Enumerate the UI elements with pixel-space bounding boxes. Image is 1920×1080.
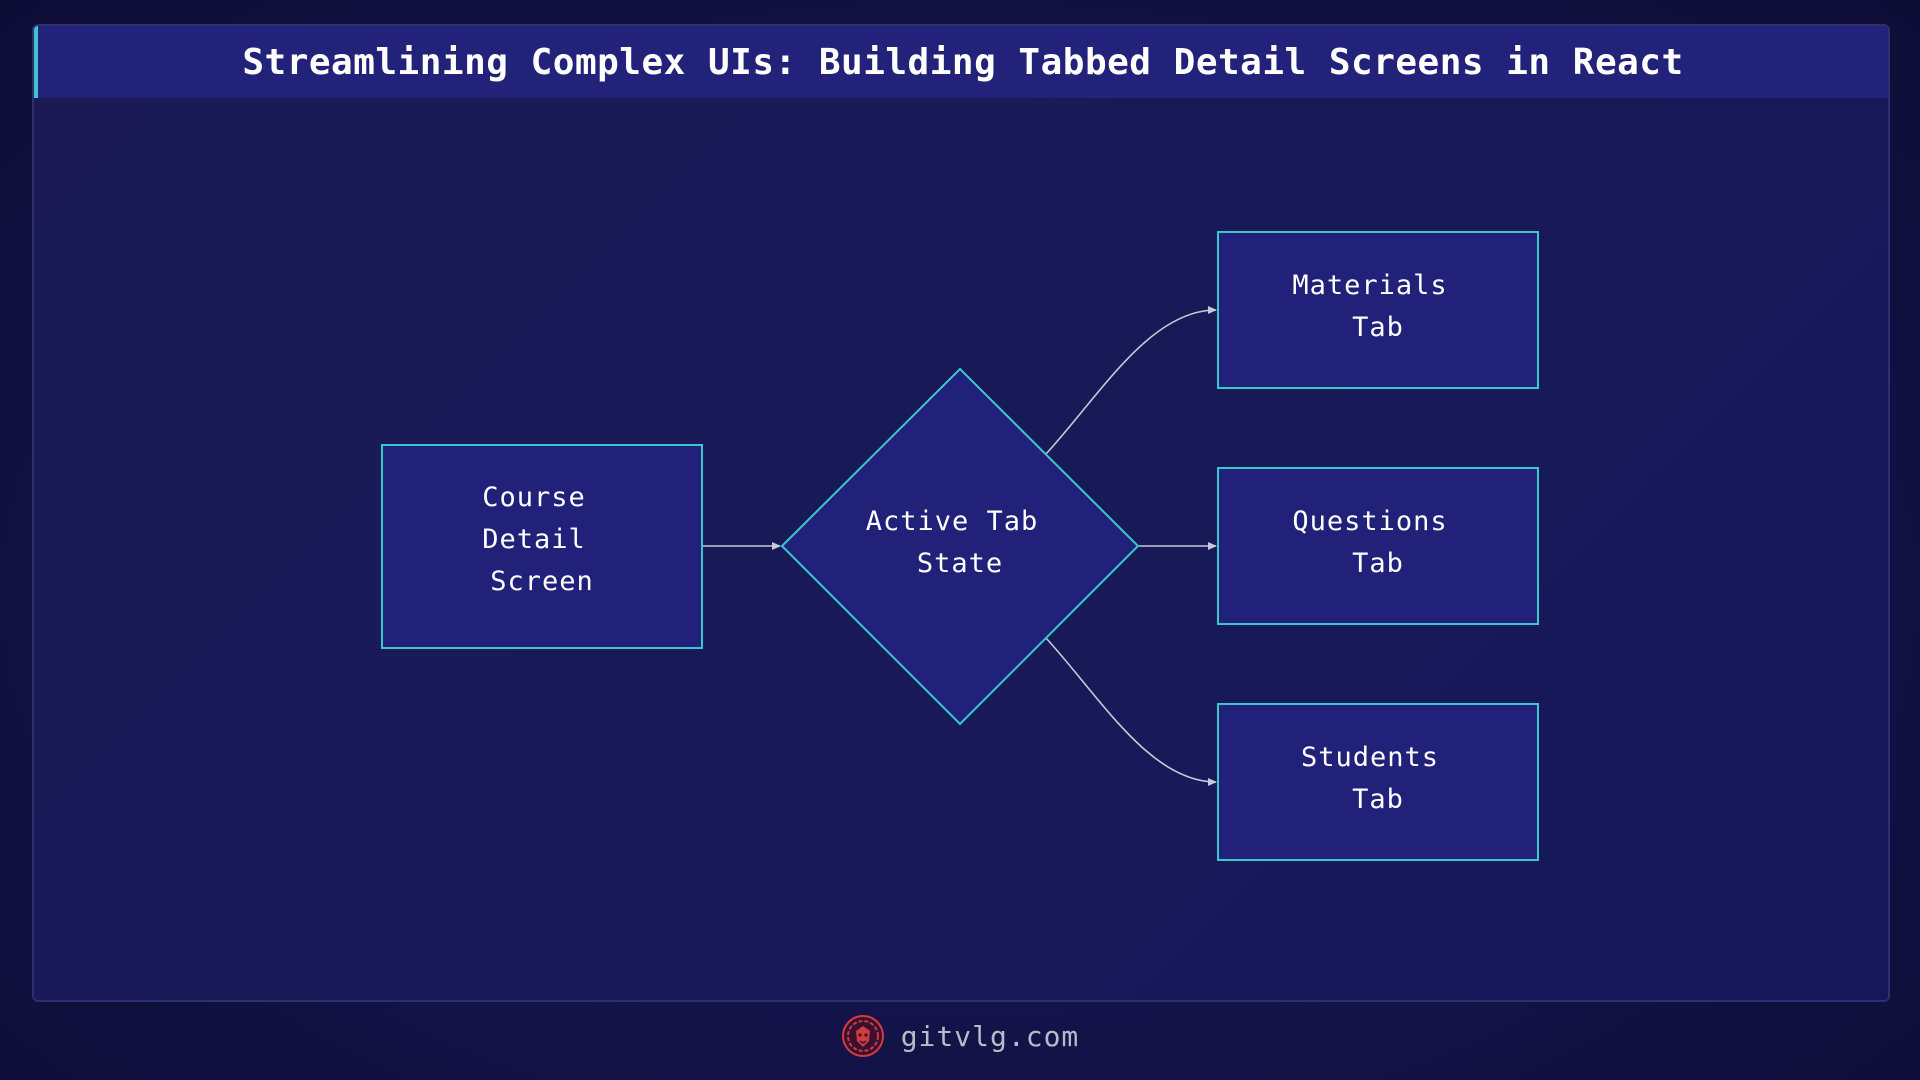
svg-text:Materials: Materials xyxy=(1292,270,1447,301)
node-questions-line-1: Questions xyxy=(1292,506,1447,537)
svg-text:Course: Course xyxy=(482,482,586,513)
svg-text:Questions: Questions xyxy=(1292,506,1447,537)
svg-text:Detail: Detail xyxy=(482,524,586,555)
node-active-tab-state: Active Tab State xyxy=(780,367,1140,726)
edge-state-to-students xyxy=(1045,637,1217,786)
node-materials-line-2: Tab xyxy=(1352,312,1404,343)
footer: gitvlg.com xyxy=(0,1008,1920,1064)
edge-state-to-materials xyxy=(1045,306,1217,455)
node-students-line-2: Tab xyxy=(1352,784,1404,815)
svg-text:Screen: Screen xyxy=(490,566,594,597)
node-state-line-2: State xyxy=(917,548,1003,579)
node-materials-tab: Materials Tab xyxy=(1217,231,1539,389)
lion-logo-icon xyxy=(841,1015,884,1057)
node-questions-line-2: Tab xyxy=(1352,548,1404,579)
svg-text:State: State xyxy=(917,548,1003,579)
svg-text:Tab: Tab xyxy=(1352,548,1404,579)
node-students-tab: Students Tab xyxy=(1217,703,1539,861)
node-course-line-1: Course xyxy=(482,482,586,513)
svg-text:Tab: Tab xyxy=(1352,784,1404,815)
diagram-panel: Streamlining Complex UIs: Building Tabbe… xyxy=(32,24,1890,1002)
node-students-line-1: Students xyxy=(1301,742,1439,773)
node-course-line-3: Screen xyxy=(490,566,594,597)
footer-site-link[interactable]: gitvlg.com xyxy=(900,1019,1080,1053)
svg-text:Tab: Tab xyxy=(1352,312,1404,343)
node-course-detail-screen: Course Detail Screen xyxy=(381,444,703,649)
svg-text:Students: Students xyxy=(1301,742,1439,773)
page-title: Streamlining Complex UIs: Building Tabbe… xyxy=(242,41,1684,83)
svg-text:Active Tab: Active Tab xyxy=(866,506,1039,537)
node-state-line-1: Active Tab xyxy=(866,506,1039,537)
node-questions-tab: Questions Tab xyxy=(1217,467,1539,625)
node-course-line-2: Detail xyxy=(482,524,586,555)
node-materials-line-1: Materials xyxy=(1292,270,1447,301)
title-bar: Streamlining Complex UIs: Building Tabbe… xyxy=(34,26,1888,98)
